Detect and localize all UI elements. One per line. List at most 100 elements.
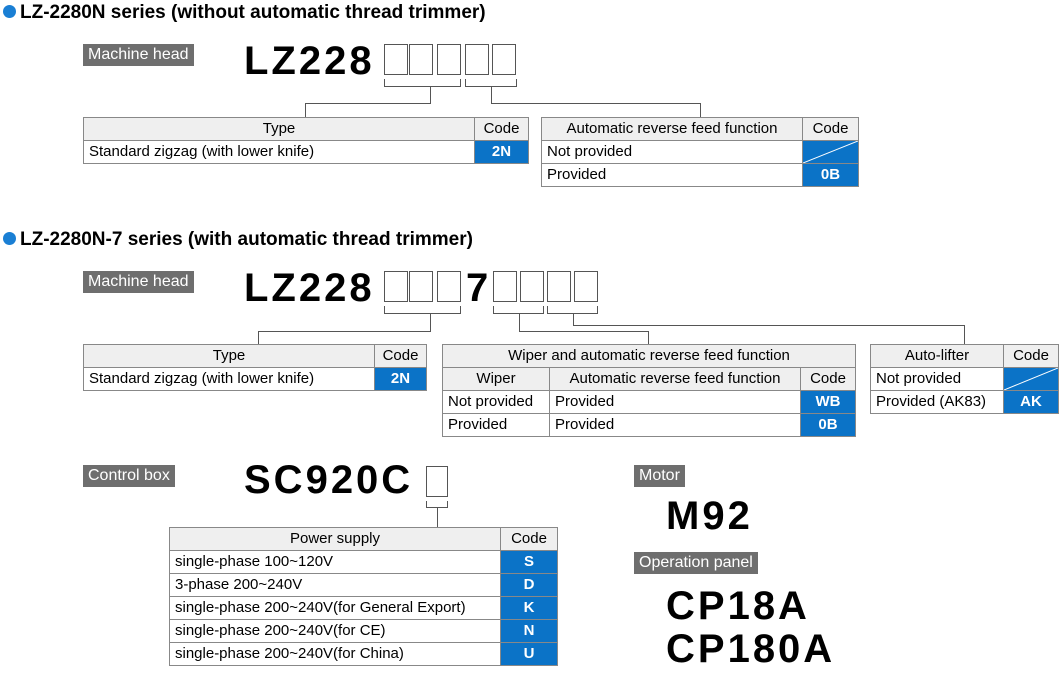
section2-heading: LZ-2280N-7 series (with automatic thread… (0, 229, 473, 251)
table-row: single-phase 200~240V(for CE) N (169, 619, 558, 643)
code-badge: 0B (802, 163, 859, 187)
table-row: single-phase 200~240V(for China) U (169, 642, 558, 666)
table-cell: single-phase 100~120V (169, 550, 501, 574)
bracket-line (460, 79, 461, 86)
table-header: Wiper (442, 367, 550, 391)
bracket-line (460, 306, 461, 313)
table-header: Type (83, 117, 475, 141)
table-cell: Provided (541, 163, 803, 187)
power-supply-table: Power supply Code single-phase 100~120V … (169, 527, 558, 666)
bracket-line (547, 306, 548, 313)
code-badge: WB (800, 390, 856, 414)
table-header: Automatic reverse feed function (549, 367, 801, 391)
code-badge: 2N (374, 367, 427, 391)
table-header: Auto-lifter (870, 344, 1004, 368)
bracket-line (597, 306, 598, 313)
code-badge: K (500, 596, 558, 620)
bracket-line (543, 306, 544, 313)
table-cell: 3-phase 200~240V (169, 573, 501, 597)
section2-type-table: Type Code Standard zigzag (with lower kn… (83, 344, 427, 391)
bracket-line (465, 79, 466, 86)
table-header: Code (474, 117, 529, 141)
table-title: Wiper and automatic reverse feed functio… (442, 344, 856, 368)
code-badge: 0B (800, 413, 856, 437)
section2-model-prefix: LZ228 (244, 266, 375, 310)
operation-panel-label: Operation panel (634, 552, 758, 574)
table-cell: Provided (549, 413, 801, 437)
table-cell: single-phase 200~240V(for China) (169, 642, 501, 666)
bracket-line (447, 501, 448, 507)
bracket-line (547, 313, 598, 314)
table-row: Standard zigzag (with lower knife) 2N (83, 140, 529, 164)
bullet-icon (3, 232, 16, 245)
table-cell: Not provided (541, 140, 803, 164)
bracket-line (493, 306, 494, 313)
table-cell: Provided (442, 413, 550, 437)
bracket-line (384, 306, 385, 313)
table-row: single-phase 100~120V S (169, 550, 558, 574)
table-cell: Provided (549, 390, 801, 414)
section1-title: LZ-2280N series (without automatic threa… (20, 2, 486, 23)
table-header: Code (800, 367, 856, 391)
section2-lifter-table: Auto-lifter Code Not provided Provided (… (870, 344, 1059, 414)
section1-model-prefix: LZ228 (244, 39, 375, 83)
connector-line (700, 103, 701, 117)
table-header: Automatic reverse feed function (541, 117, 803, 141)
table-row: 3-phase 200~240V D (169, 573, 558, 597)
code-slot-box (520, 271, 544, 302)
section1-head-label: Machine head (83, 44, 194, 66)
table-header: Type (83, 344, 375, 368)
connector-line (648, 331, 649, 344)
table-cell: Not provided (870, 367, 1004, 391)
code-slot-box (437, 271, 461, 302)
connector-line (305, 103, 306, 117)
connector-line (491, 86, 492, 103)
section2-wiper-table: Wiper and automatic reverse feed functio… (442, 344, 856, 437)
table-row: Provided Provided 0B (442, 413, 856, 437)
control-box-model: SC920C (244, 458, 414, 502)
code-slot-box (409, 44, 433, 75)
section1-type-table: Type Code Standard zigzag (with lower kn… (83, 117, 529, 164)
table-cell: Provided (AK83) (870, 390, 1004, 414)
connector-line (258, 331, 259, 344)
code-slot-box (409, 271, 433, 302)
control-box-label: Control box (83, 465, 175, 487)
table-row: Not provided (870, 367, 1059, 391)
operation-panel-model: CP180A (666, 627, 836, 671)
table-row: Provided (AK83) AK (870, 390, 1059, 414)
table-cell: Not provided (442, 390, 550, 414)
table-cell: single-phase 200~240V(for CE) (169, 619, 501, 643)
code-slot-box (384, 271, 408, 302)
connector-line (964, 325, 965, 344)
connector-line (573, 313, 574, 325)
code-slot-box (547, 271, 571, 302)
table-cell: Standard zigzag (with lower knife) (83, 140, 475, 164)
code-badge: AK (1003, 390, 1059, 414)
bullet-icon (3, 5, 16, 18)
table-row: single-phase 200~240V(for General Export… (169, 596, 558, 620)
code-slot-box (384, 44, 408, 75)
section1-reverse-table: Automatic reverse feed function Code Not… (541, 117, 859, 187)
connector-line (430, 86, 431, 103)
code-badge: U (500, 642, 558, 666)
section2-model-mid: 7 (466, 266, 492, 310)
bracket-line (384, 79, 385, 86)
connector-line (258, 331, 431, 332)
code-badge: N (500, 619, 558, 643)
connector-line (573, 325, 965, 326)
bracket-line (384, 313, 461, 314)
code-badge: S (500, 550, 558, 574)
operation-panel-model: CP18A (666, 584, 810, 628)
table-header: Code (500, 527, 558, 551)
connector-line (305, 103, 431, 104)
code-slot-box (493, 271, 517, 302)
section2-head-label: Machine head (83, 271, 194, 293)
table-header: Power supply (169, 527, 501, 551)
connector-line (491, 103, 701, 104)
connector-line (519, 331, 649, 332)
table-header: Code (802, 117, 859, 141)
table-header: Code (1003, 344, 1059, 368)
table-cell: Standard zigzag (with lower knife) (83, 367, 375, 391)
section1-heading: LZ-2280N series (without automatic threa… (0, 2, 486, 24)
table-row: Not provided Provided WB (442, 390, 856, 414)
